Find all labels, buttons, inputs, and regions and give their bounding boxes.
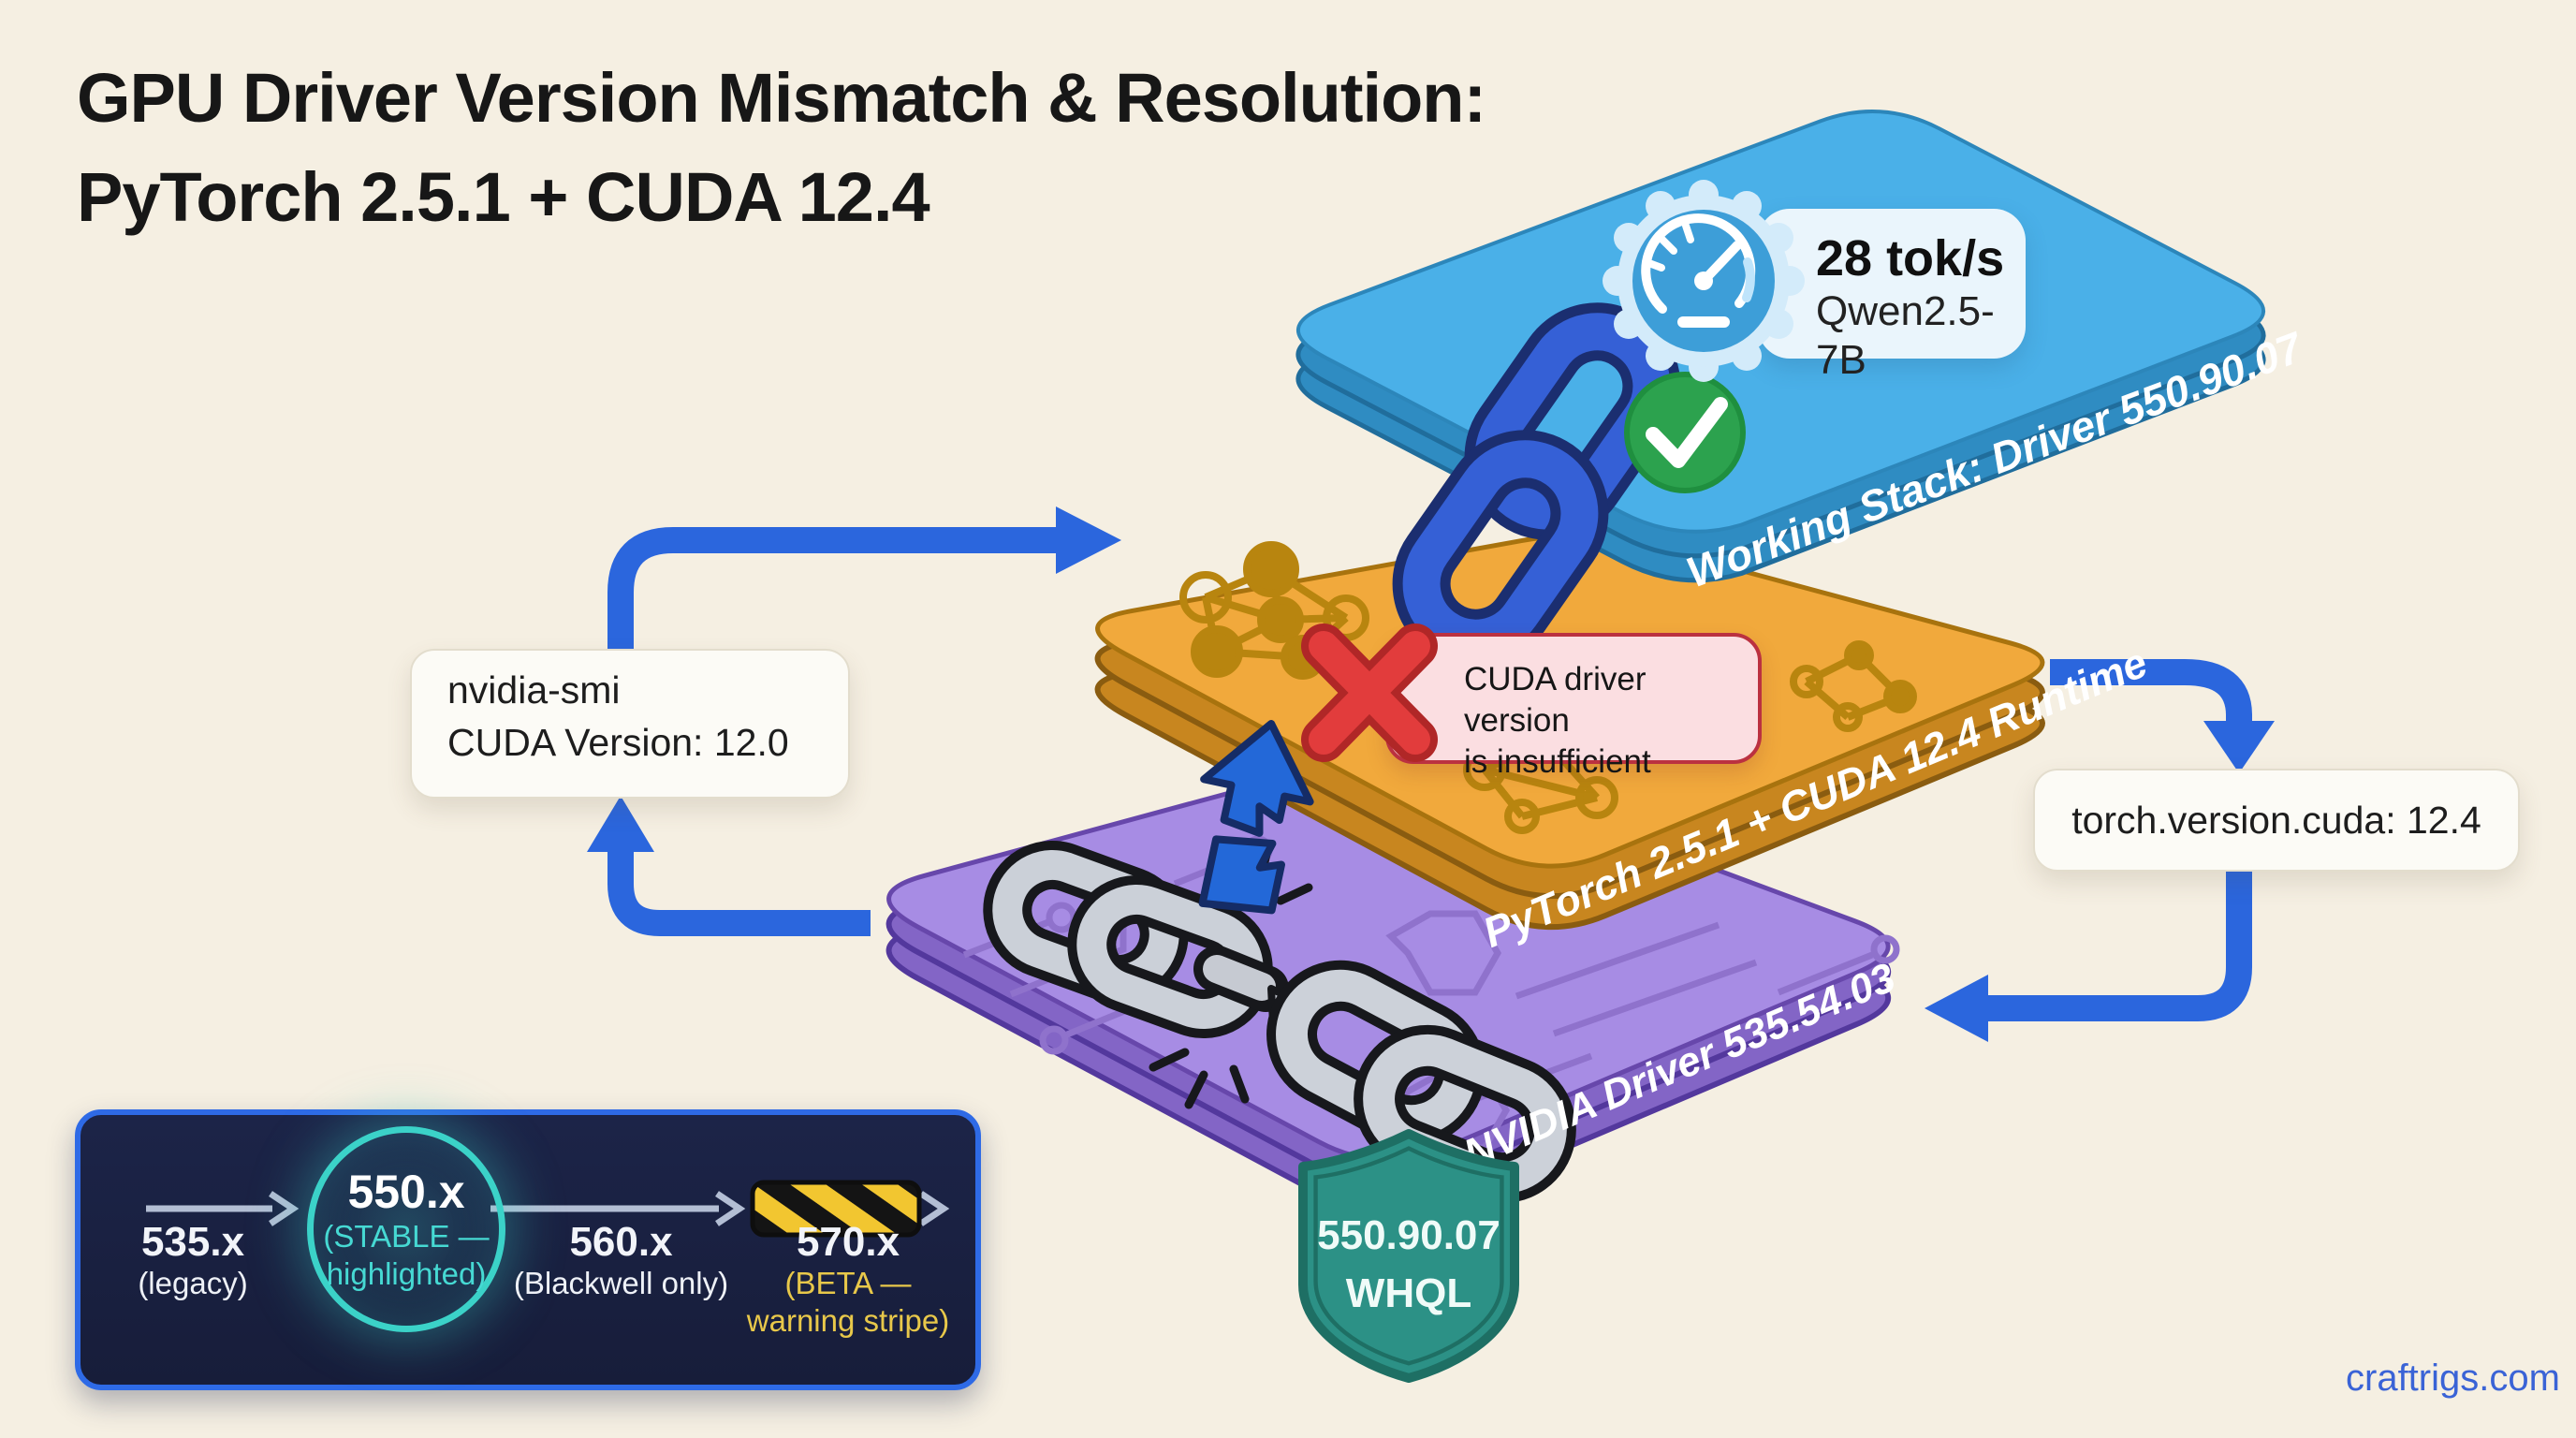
smi-line-1: nvidia-smi bbox=[447, 668, 621, 712]
shield-icon: 550.90.07 WHQL bbox=[1298, 1129, 1519, 1383]
error-line-2: is insufficient bbox=[1464, 743, 1651, 780]
broken-chain-icon bbox=[983, 841, 1576, 1204]
timeline-stop-535: 535.x (legacy) bbox=[99, 1220, 286, 1302]
shield-cert: WHQL bbox=[1346, 1270, 1471, 1316]
stop-note: highlighted) bbox=[326, 1256, 487, 1291]
arrow-torch-to-driver bbox=[1925, 871, 2252, 1042]
title-line-2: PyTorch 2.5.1 + CUDA 12.4 bbox=[77, 158, 930, 236]
stop-version: 570.x bbox=[796, 1219, 900, 1265]
stop-version: 535.x bbox=[140, 1219, 245, 1265]
timeline-axis bbox=[146, 1191, 950, 1226]
timeline-stop-570: 570.x (BETA — warning stripe) bbox=[731, 1220, 965, 1340]
stop-note: (legacy) bbox=[138, 1266, 248, 1300]
broken-link-arrow bbox=[1198, 719, 1314, 915]
torch-version-callout: torch.version.cuda: 12.4 bbox=[2033, 769, 2520, 872]
stop-note: (Blackwell only) bbox=[513, 1266, 729, 1300]
stop-version: 550.x bbox=[347, 1166, 465, 1218]
timeline-stop-560: 560.x (Blackwell only) bbox=[502, 1220, 740, 1302]
nvidia-smi-callout: nvidia-smi CUDA Version: 12.0 bbox=[410, 649, 850, 799]
page-title: GPU Driver Version Mismatch & Resolution… bbox=[77, 49, 1486, 247]
error-callout: CUDA driver version is insufficient bbox=[1385, 633, 1762, 780]
x-icon bbox=[1295, 620, 1445, 770]
stop-note: (BETA — bbox=[784, 1266, 912, 1300]
title-line-1: GPU Driver Version Mismatch & Resolution… bbox=[77, 59, 1486, 137]
stop-note: (STABLE — bbox=[323, 1219, 490, 1254]
throughput-badge: 28 tok/s Qwen2.5-7B bbox=[1758, 209, 2026, 383]
arrow-runtime-to-torch bbox=[2050, 659, 2275, 773]
torch-version-text: torch.version.cuda: 12.4 bbox=[2071, 798, 2481, 842]
throughput-model: Qwen2.5-7B bbox=[1816, 288, 1995, 383]
neural-net-doodles bbox=[1179, 541, 1917, 834]
hazard-stripe bbox=[750, 1180, 922, 1238]
flow-arrows bbox=[587, 506, 2275, 1042]
error-line-1: CUDA driver version bbox=[1464, 661, 1647, 739]
smi-line-2: CUDA Version: 12.0 bbox=[447, 721, 789, 764]
speedometer-icon bbox=[1591, 169, 1816, 393]
stop-version: 560.x bbox=[569, 1219, 673, 1265]
arrow-driver-to-smi bbox=[587, 796, 871, 936]
driver-timeline-panel: 535.x (legacy) 550.x (STABLE — highlight… bbox=[75, 1109, 981, 1390]
shield-version: 550.90.07 bbox=[1317, 1212, 1500, 1258]
arrow-smi-to-runtime bbox=[607, 506, 1121, 653]
check-icon bbox=[1624, 372, 1746, 493]
chain-link-icon bbox=[1392, 302, 1681, 668]
watermark: craftrigs.com bbox=[2346, 1357, 2560, 1399]
timeline-stop-550-highlight: 550.x (STABLE — highlighted) bbox=[307, 1126, 505, 1332]
stop-note: warning stripe) bbox=[746, 1303, 950, 1338]
throughput-value: 28 tok/s bbox=[1816, 230, 2005, 286]
